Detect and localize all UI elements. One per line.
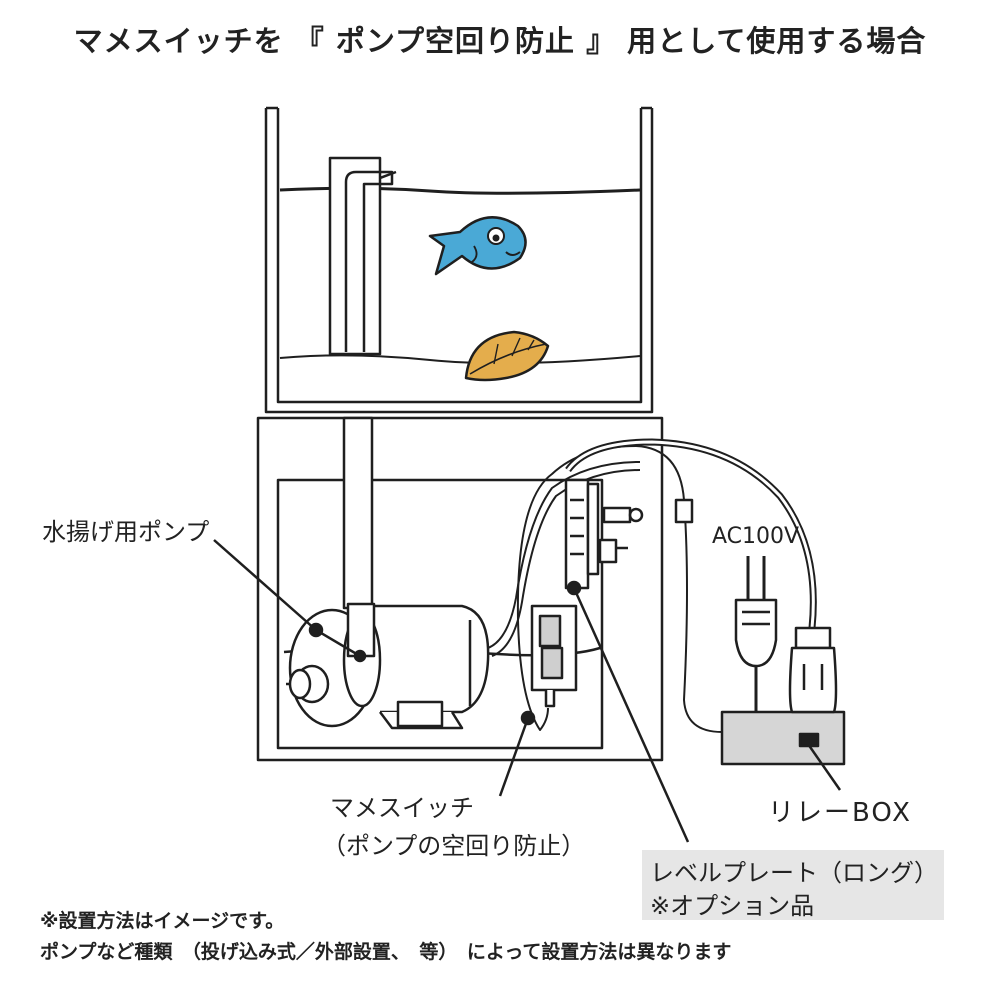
switch-sublabel: （ポンプの空回り防止） — [322, 832, 586, 860]
switch-label: マメスイッチ — [330, 794, 474, 822]
leaf-icon — [464, 330, 550, 382]
pump-label: 水揚げ用ポンプ — [42, 518, 210, 546]
pump-body — [286, 602, 490, 730]
fish-icon — [428, 216, 527, 276]
relay-leader-line — [806, 743, 842, 791]
main-tank — [264, 106, 654, 414]
drain-pipe — [342, 416, 374, 610]
ac-label: AC100V — [712, 524, 800, 549]
overflow-pipe — [328, 156, 397, 356]
level-plate-label-box — [642, 850, 944, 920]
lower-water-line — [279, 354, 641, 365]
return-hose — [487, 461, 641, 649]
cable-connector — [674, 498, 694, 524]
sump-cabinet — [256, 416, 664, 762]
install-note: ※設置方法はイメージです。 — [40, 910, 285, 932]
relay-label: リレーBOX — [768, 798, 912, 828]
level-plate — [564, 478, 644, 590]
option-note-label: ※オプション品 — [650, 892, 815, 920]
pump-leader-line — [213, 539, 317, 631]
relay-box — [720, 710, 846, 766]
plug-icon — [734, 556, 778, 712]
level-plate-label: レベルプレート（ロング） — [650, 859, 938, 887]
mame-switch — [530, 604, 578, 708]
switch-leader-line — [498, 717, 530, 797]
socket-icon — [788, 626, 838, 714]
diagram-title: マメスイッチを 『 ポンプ空回り防止 』 用として使用する場合 — [73, 24, 927, 58]
level-plate-leader-line — [572, 587, 690, 843]
install-variation-note: ポンプなど種類 （投げ込み式／外部設置、 等） によって設置方法は異なります — [40, 941, 732, 963]
